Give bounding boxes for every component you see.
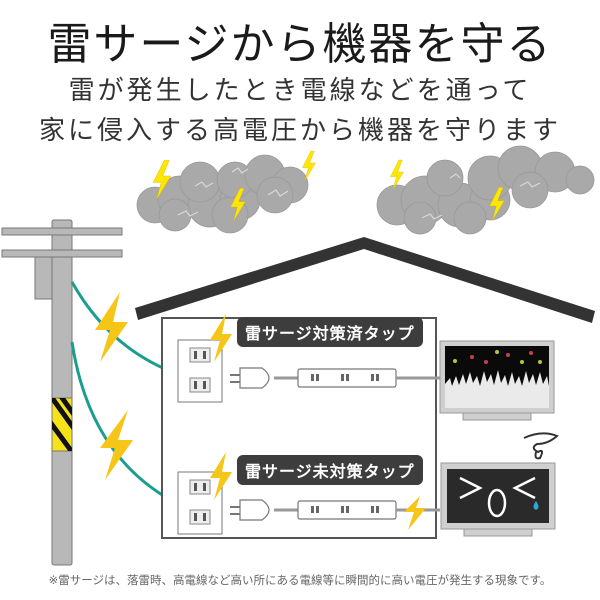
protected-tap-label: 雷サージ対策済タップ: [237, 317, 423, 347]
outlet-lightning: [210, 314, 232, 500]
tv-broken: [440, 432, 559, 537]
tv-normal: [439, 340, 555, 421]
utility-pole: [1, 219, 123, 566]
cloud-left-sparks: [177, 167, 289, 217]
footnote: ※雷サージは、落雷時、高電線など高い所にある電線等に瞬間的に高い電圧が発生する現…: [48, 573, 552, 587]
cloud-right: [376, 145, 595, 235]
wall-outlet-top: [177, 339, 223, 403]
wire-lightning: [95, 292, 133, 480]
power-strip-protected: [230, 367, 440, 389]
page-title: 雷サージから機器を守る: [47, 19, 553, 70]
smoke-swirl-icon: [523, 432, 559, 460]
power-strip-unprotected: [230, 499, 440, 521]
surge-lightning-icon: [404, 496, 426, 530]
subtitle-line-2: 家に侵入する高電圧から機器を守ります: [38, 116, 561, 146]
subtitle-line-1: 雷が発生したとき電線などを通って: [68, 76, 532, 106]
cloud-right-sparks: [421, 173, 541, 220]
cloud-left: [136, 154, 309, 234]
unprotected-tap-label: 雷サージ未対策タップ: [237, 455, 423, 485]
wall-outlet-bottom: [177, 471, 223, 535]
